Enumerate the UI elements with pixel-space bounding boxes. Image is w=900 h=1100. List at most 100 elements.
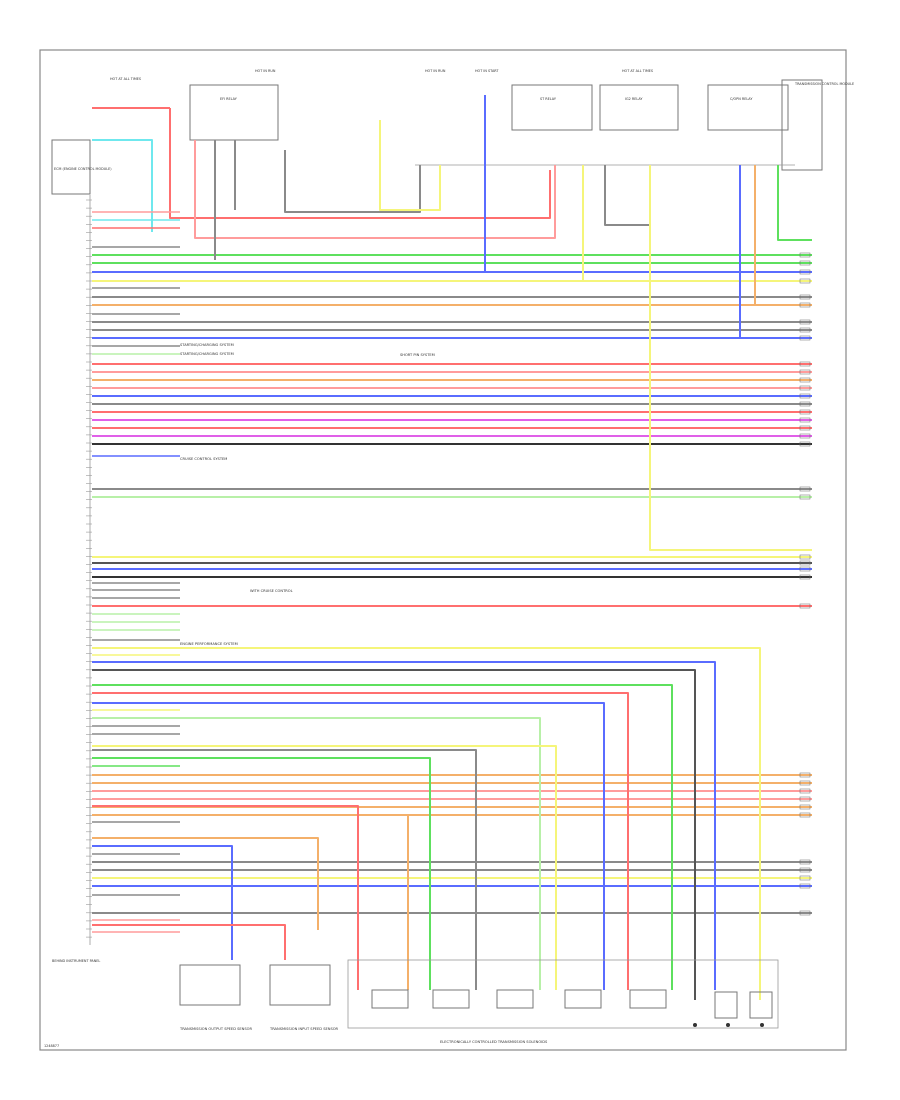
connector-marker xyxy=(799,812,811,818)
drop-wire xyxy=(92,805,359,990)
feed-wire xyxy=(284,150,421,213)
connector-marker xyxy=(799,377,811,383)
connector-marker xyxy=(799,772,811,778)
connector-marker xyxy=(799,867,811,873)
bottom-label: TRANSMISSION OUTPUT SPEED SENSOR xyxy=(179,1027,252,1031)
drop-wire xyxy=(92,757,431,990)
solenoid xyxy=(432,989,470,1009)
solenoid-slt xyxy=(749,991,773,1019)
ig2-relay-box xyxy=(599,84,679,131)
feed-wire xyxy=(777,165,812,241)
top-label: TRANSMISSION CONTROL MODULE xyxy=(794,82,854,86)
st-relay-box xyxy=(511,84,593,131)
note-text: CRUISE CONTROL SYSTEM xyxy=(180,457,227,461)
top-label: HOT IN START xyxy=(475,69,499,73)
connector-marker xyxy=(799,788,811,794)
connector-marker xyxy=(799,433,811,439)
connector-marker xyxy=(799,294,811,300)
bottom-label: ELECTRONICALLY CONTROLLED TRANSMISSION S… xyxy=(440,1040,548,1044)
connector-marker xyxy=(799,302,811,308)
copn-relay-box xyxy=(707,84,789,131)
connector-marker xyxy=(799,780,811,786)
solenoid xyxy=(496,989,534,1009)
connector-marker xyxy=(799,335,811,341)
connector-marker xyxy=(799,883,811,889)
connector-marker xyxy=(799,252,811,258)
connector-marker xyxy=(799,796,811,802)
connector-marker xyxy=(799,560,811,566)
ground-point xyxy=(760,1023,764,1027)
footer-code: 1248877 xyxy=(44,1044,59,1048)
connector-marker xyxy=(799,441,811,447)
bottom-labels: TRANSMISSION OUTPUT SPEED SENSOR TRANSMIS… xyxy=(179,1027,548,1044)
note-text: SHORT PIN SYSTEM xyxy=(400,353,435,357)
connector-marker xyxy=(799,260,811,266)
connector-marker xyxy=(799,385,811,391)
feed-wire xyxy=(194,140,556,239)
connector-marker xyxy=(799,486,811,492)
ground-point xyxy=(693,1023,697,1027)
top-label: HOT IN RUN xyxy=(425,69,446,73)
connector-marker xyxy=(799,804,811,810)
feed-wire xyxy=(92,139,153,232)
ecm-header-box xyxy=(51,139,91,195)
drop-wire xyxy=(92,717,541,990)
connector-marker xyxy=(799,393,811,399)
connector-marker xyxy=(799,319,811,325)
connector-marker xyxy=(799,603,811,609)
connector-marker xyxy=(799,859,811,865)
drop-wire xyxy=(92,647,761,1000)
connector-marker xyxy=(799,409,811,415)
output-speed-sensor xyxy=(179,964,241,1006)
top-label: HOT AT ALL TIMES xyxy=(110,77,141,81)
drop-wire xyxy=(92,745,557,990)
ground-point xyxy=(726,1023,730,1027)
drop-wire xyxy=(92,845,233,960)
connector-marker xyxy=(799,910,811,916)
input-speed-sensor xyxy=(269,964,331,1006)
notes: SHORT PIN SYSTEM STARTING/CHARGING SYSTEM… xyxy=(180,343,435,646)
connector-marker xyxy=(799,269,811,275)
connector-marker xyxy=(799,574,811,580)
top-label: HOT IN RUN xyxy=(255,69,276,73)
connector-marker xyxy=(799,875,811,881)
drop-wire xyxy=(92,924,286,960)
connector-marker xyxy=(799,566,811,572)
solenoid xyxy=(564,989,602,1009)
connector-marker xyxy=(799,361,811,367)
note-text: WITH CRUISE CONTROL xyxy=(250,589,293,593)
drop-wire xyxy=(92,702,605,990)
connector-marker xyxy=(799,327,811,333)
connector-marker xyxy=(799,417,811,423)
ecm-pins xyxy=(86,199,811,938)
feed-wire xyxy=(92,95,486,273)
feed-wire xyxy=(169,108,551,219)
solenoid-sl xyxy=(714,991,738,1019)
drop-wire xyxy=(92,749,477,990)
drop-wire xyxy=(92,837,319,930)
connector-marker xyxy=(799,425,811,431)
connector-marker xyxy=(799,369,811,375)
drop-wire xyxy=(92,661,716,990)
note-text: STARTING/CHARGING SYSTEM xyxy=(180,343,234,347)
relay-label: EFI RELAY xyxy=(220,97,238,101)
ecm-location-label: BEHIND INSTRUMENT PANEL xyxy=(52,959,100,963)
drop-wire xyxy=(92,669,696,1000)
ecm-label: ECM (ENGINE CONTROL MODULE) xyxy=(54,167,112,171)
connector-marker xyxy=(799,401,811,407)
connector-marker xyxy=(799,278,811,284)
drop-wire xyxy=(92,814,409,990)
solenoid xyxy=(629,989,667,1009)
wires xyxy=(92,95,812,1000)
feed-wire xyxy=(379,120,441,211)
feed-wire xyxy=(604,165,650,226)
diagram-frame xyxy=(39,49,847,1051)
connector-marker xyxy=(799,494,811,500)
relay-label: IG2 RELAY xyxy=(625,97,643,101)
bottom-label: TRANSMISSION INPUT SPEED SENSOR xyxy=(269,1027,339,1031)
relay-label: ST RELAY xyxy=(540,97,557,101)
drop-wire xyxy=(92,684,673,990)
note-text: ENGINE PERFORMANCE SYSTEM xyxy=(180,642,238,646)
